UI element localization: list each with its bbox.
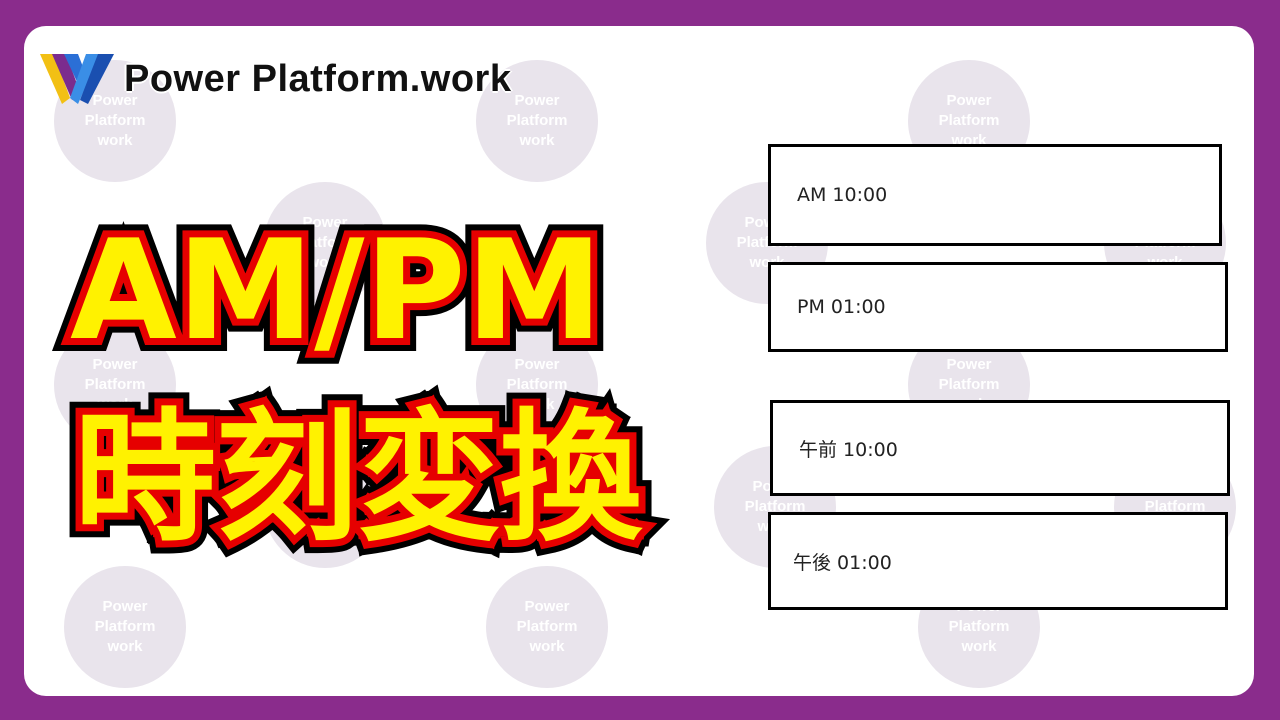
- time-display-gozen: 午前 10:00: [770, 400, 1230, 496]
- watermark-text: Platform: [516, 618, 578, 635]
- time-label: PM 01:00: [797, 296, 886, 318]
- hero-line-2-shadow: 時刻変換: [61, 383, 655, 574]
- watermark-text: Platform: [94, 618, 156, 635]
- time-display-gogo: 午後 01:00: [768, 512, 1228, 610]
- watermark-text: work: [307, 254, 343, 271]
- watermark-text: Platform: [938, 112, 1000, 129]
- watermark-text: work: [961, 638, 997, 655]
- time-label: 午前 10:00: [799, 438, 898, 461]
- watermark-text: work: [307, 518, 343, 535]
- watermark-text: Platform: [294, 234, 356, 251]
- time-label: 午後 01:00: [793, 551, 892, 574]
- watermark-text: Power: [92, 356, 138, 373]
- hero-line-1-shadow: AM/PM: [57, 197, 616, 384]
- watermark-text: Platform: [84, 376, 146, 393]
- watermark-text: Power: [514, 356, 560, 373]
- watermark-text: Platform: [84, 112, 146, 129]
- watermark-text: work: [519, 396, 555, 413]
- watermark-badge: Power Platform work: [476, 324, 598, 446]
- hero-line-2: 時刻変換: [67, 389, 649, 568]
- time-display-pm: PM 01:00: [768, 262, 1228, 352]
- power-platform-logo-icon: [40, 54, 114, 104]
- watermark-badge: Power Platform work: [54, 324, 176, 446]
- watermark-badge: Power Platform work: [264, 446, 386, 568]
- watermark-text: work: [97, 132, 133, 149]
- watermark-badge: Power Platform work: [64, 566, 186, 688]
- brand-name: Power Platform.work: [124, 57, 512, 100]
- brand-header: Power Platform.work: [40, 52, 511, 106]
- watermark-text: Platform: [948, 618, 1010, 635]
- time-label: AM 10:00: [797, 184, 888, 206]
- hero-line-1: AM/PM: [63, 203, 610, 378]
- watermark-text: Power: [524, 598, 570, 615]
- watermark-text: Platform: [744, 498, 806, 515]
- watermark-text: Power: [946, 356, 992, 373]
- time-display-am: AM 10:00: [768, 144, 1222, 246]
- watermark-text: Platform: [294, 498, 356, 515]
- watermark-text: Platform: [506, 376, 568, 393]
- watermark-text: Power: [302, 478, 348, 495]
- watermark-text: work: [107, 638, 143, 655]
- watermark-text: Platform: [1144, 498, 1206, 515]
- watermark-text: work: [97, 396, 133, 413]
- watermark-text: Power: [946, 92, 992, 109]
- watermark-text: work: [529, 638, 565, 655]
- watermark-text: Power: [92, 92, 138, 109]
- watermark-badge: Power Platform work: [264, 182, 386, 304]
- watermark-text: Power: [102, 598, 148, 615]
- watermark-text: work: [519, 132, 555, 149]
- watermark-text: Platform: [506, 112, 568, 129]
- watermark-text: Platform: [938, 376, 1000, 393]
- watermark-text: Power: [302, 214, 348, 231]
- watermark-text: Power: [514, 92, 560, 109]
- watermark-badge: Power Platform work: [486, 566, 608, 688]
- watermark-badge: Power Platform work: [476, 60, 598, 182]
